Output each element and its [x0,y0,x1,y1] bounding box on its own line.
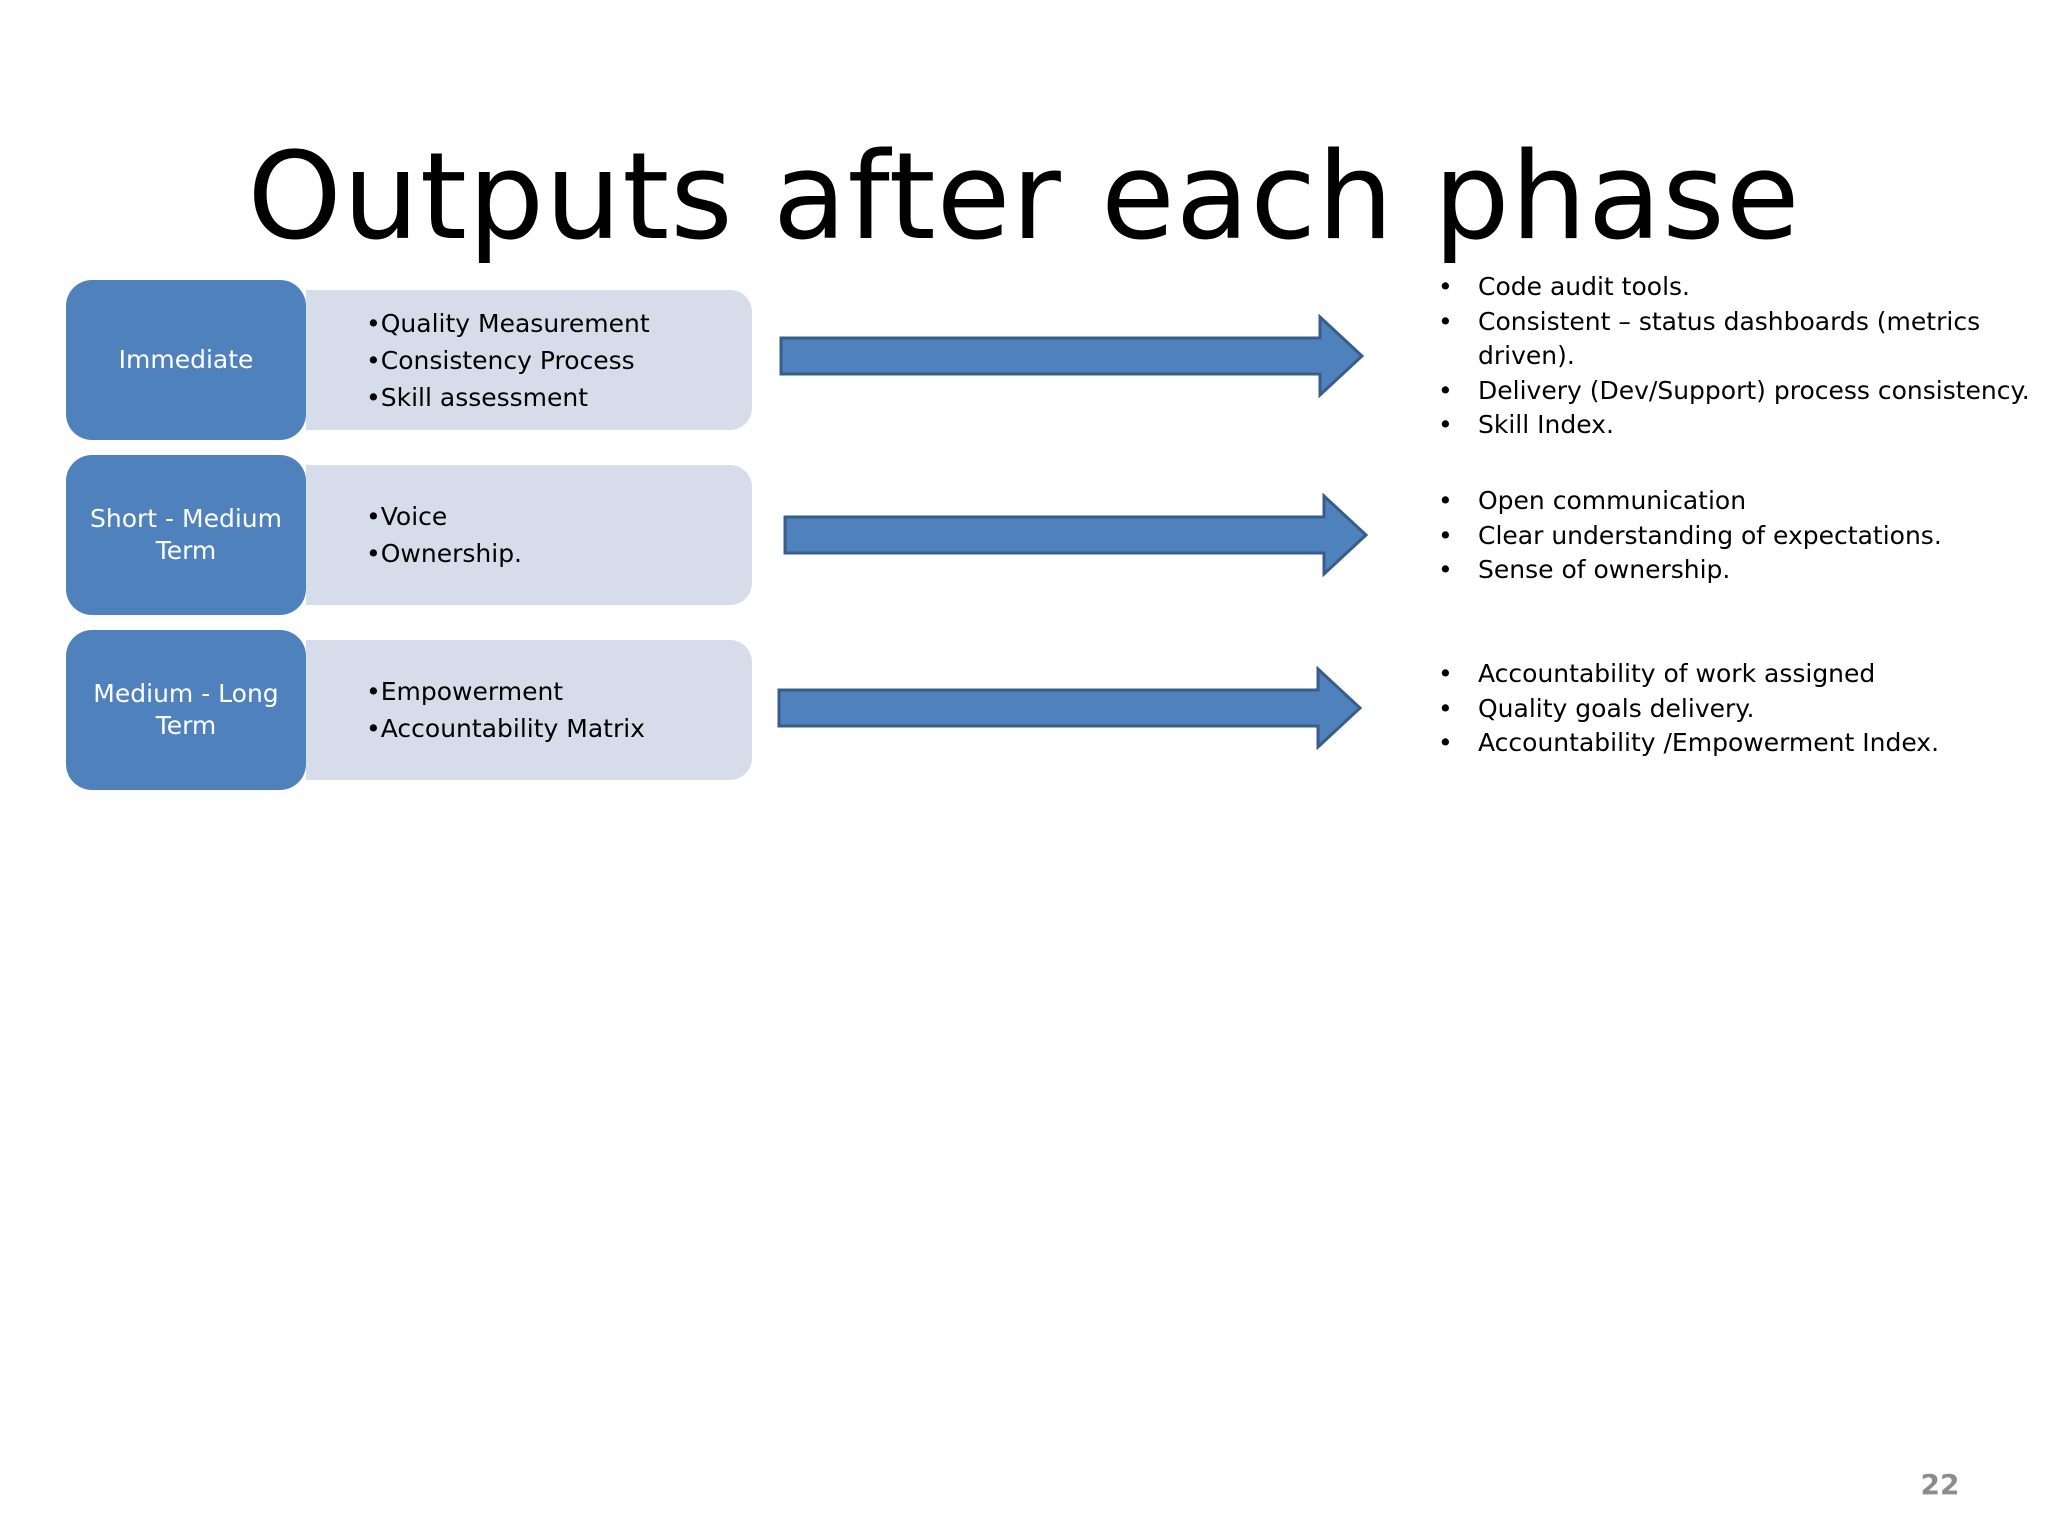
list-item: • Quality goals delivery. [1430,692,1939,727]
bullet-icon: • [1438,272,1453,301]
list-item: • Consistent – status dashboards (metrics… [1430,305,2030,374]
phase-items-medium-long-term: •Empowerment •Accountability Matrix [306,640,752,780]
output-text: Clear understanding of expectations. [1478,520,1942,550]
phase-items-immediate: •Quality Measurement •Consistency Proces… [306,290,752,430]
output-text: Sense of ownership. [1478,555,1731,584]
output-text: Open communication [1478,486,1747,515]
outputs-list-immediate: • Code audit tools. • Consistent – status … [1430,270,2030,443]
bullet-icon: • [1438,693,1453,723]
bullet-icon: • [1438,520,1453,550]
output-text: Delivery (Dev/Support) process consisten… [1478,375,2030,405]
bullet-icon: • [1438,659,1453,688]
bullet-icon: • [1438,555,1453,584]
outputs-list-short-medium-term: • Open communication • Clear understanding… [1430,484,1942,588]
output-text: Code audit tools. [1478,272,1690,301]
bullet-icon: • [1438,486,1453,515]
output-text: Accountability of work assigned [1478,659,1876,688]
output-text: Skill Index. [1478,410,1614,439]
phase-item: •Quality Measurement [366,308,650,338]
output-text: Accountability /Empowerment Index. [1478,728,1940,757]
bullet-icon: • [1438,375,1453,405]
bullet-icon: • [1438,410,1453,439]
output-text: Consistent – status dashboards (metrics … [1478,306,1981,371]
phase-item: •Accountability Matrix [366,714,645,743]
phase-item: •Ownership. [366,539,523,568]
list-item: • Delivery (Dev/Support) process consiste… [1430,374,2030,409]
bullet-icon: • [1438,728,1453,757]
right-arrow-icon [783,493,1369,577]
list-item: • Sense of ownership. [1430,553,1942,588]
slide-title: Outputs after each phase [247,128,1801,267]
phase-item: •Voice [366,502,448,531]
right-arrow-icon [779,314,1365,398]
page-number: 22 [1920,1468,1960,1501]
phase-label-medium-long-term: Medium - Long Term [66,630,306,790]
list-item: • Open communication [1430,484,1942,519]
phase-item: •Skill assessment [366,382,589,412]
list-item: • Accountability of work assigned [1430,657,1939,692]
list-item: • Code audit tools. [1430,270,2030,305]
bullet-icon: • [1438,306,1453,336]
phase-items-short-medium-term: •Voice •Ownership. [306,465,752,605]
list-item: • Accountability /Empowerment Index. [1430,726,1939,761]
phase-label-immediate: Immediate [66,280,306,440]
outputs-list-medium-long-term: • Accountability of work assigned • Qualit… [1430,657,1939,761]
right-arrow-icon [777,666,1363,750]
list-item: • Skill Index. [1430,408,2030,443]
list-item: • Clear understanding of expectations. [1430,519,1942,554]
phase-item: •Empowerment [366,677,564,706]
phase-label-short-medium-term: Short - Medium Term [66,455,306,615]
phase-item: •Consistency Process [366,345,635,375]
output-text: Quality goals delivery. [1478,693,1755,723]
